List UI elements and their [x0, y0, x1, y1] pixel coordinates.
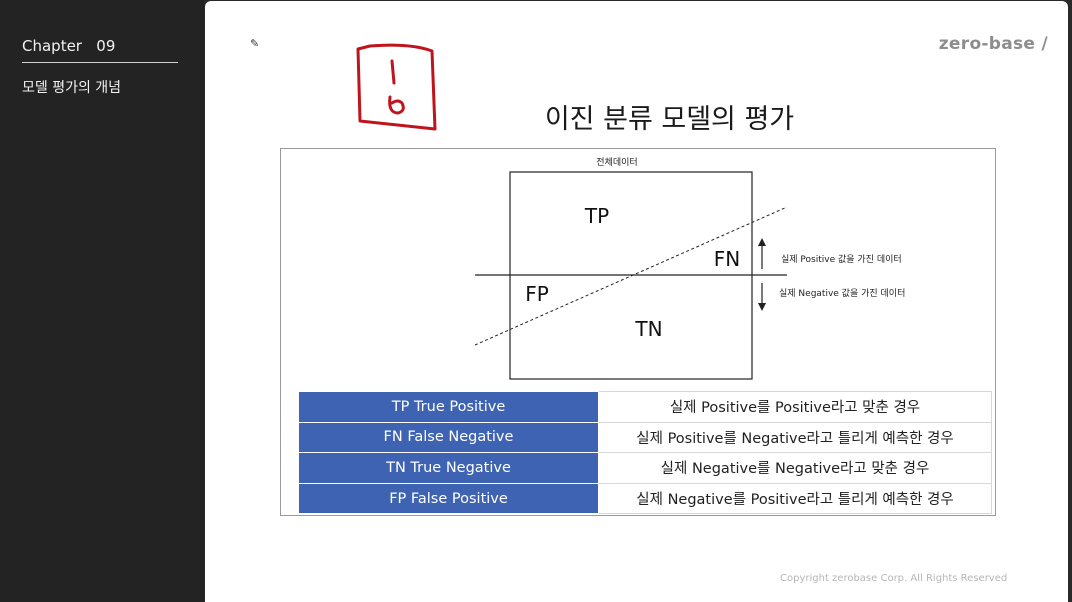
- decision-boundary: [474, 206, 788, 346]
- fn-label: FN: [714, 247, 740, 271]
- slide: zero-base / ✎ 이진 분류 모델의 평가 전체데이터 TP FN F…: [205, 1, 1068, 602]
- description-cell: 실제 Positive를 Negative라고 틀리게 예측한 경우: [598, 421, 992, 454]
- positive-data-note: 실제 Positive 값을 가진 데이터: [781, 253, 902, 265]
- down-arrow-icon: [758, 283, 766, 311]
- description-cell: 실제 Negative를 Negative라고 맞춘 경우: [598, 452, 992, 484]
- zero-base-logo: zero-base /: [938, 34, 1048, 54]
- confusion-terms-table: TP True Positive 실제 Positive를 Positive라고…: [298, 391, 992, 515]
- description-cell: 실제 Negative를 Positive라고 틀리게 예측한 경우: [598, 482, 992, 515]
- table-row: FN False Negative 실제 Positive를 Negative라…: [298, 421, 992, 454]
- sidebar-divider: [22, 62, 178, 63]
- table-row: TN True Negative 실제 Negative를 Negative라고…: [298, 452, 992, 484]
- table-row: TP True Positive 실제 Positive를 Positive라고…: [298, 391, 992, 423]
- slide-title: 이진 분류 모델의 평가: [544, 104, 795, 135]
- fp-label: FP: [525, 282, 549, 306]
- pencil-icon[interactable]: ✎: [250, 37, 260, 50]
- whole-data-label: 전체데이터: [596, 157, 637, 168]
- handwritten-annotation: [356, 43, 437, 131]
- tp-label: TP: [584, 204, 609, 228]
- term-cell: FN False Negative: [298, 421, 599, 454]
- section-title: 모델 평가의 개념: [22, 80, 122, 96]
- table-row: FP False Positive 실제 Negative를 Positive라…: [298, 482, 992, 515]
- term-cell: TN True Negative: [298, 452, 599, 484]
- tn-label: TN: [634, 317, 662, 341]
- sidebar: Chapter 09 모델 평가의 개념: [0, 0, 204, 602]
- figure-frame: 전체데이터 TP FN FP TN 실제 Positive 값을 가진 데이터 …: [280, 148, 996, 516]
- term-cell: FP False Positive: [298, 482, 599, 515]
- copyright-notice: Copyright zerobase Corp. All Rights Rese…: [780, 573, 1008, 584]
- up-arrow-icon: [758, 238, 766, 269]
- negative-data-note: 실제 Negative 값을 가진 데이터: [779, 287, 905, 299]
- confusion-diagram: 전체데이터 TP FN FP TN 실제 Positive 값을 가진 데이터 …: [474, 157, 905, 380]
- term-cell: TP True Positive: [298, 391, 599, 423]
- description-cell: 실제 Positive를 Positive라고 맞춘 경우: [598, 391, 992, 423]
- chapter-label: Chapter 09: [22, 37, 116, 55]
